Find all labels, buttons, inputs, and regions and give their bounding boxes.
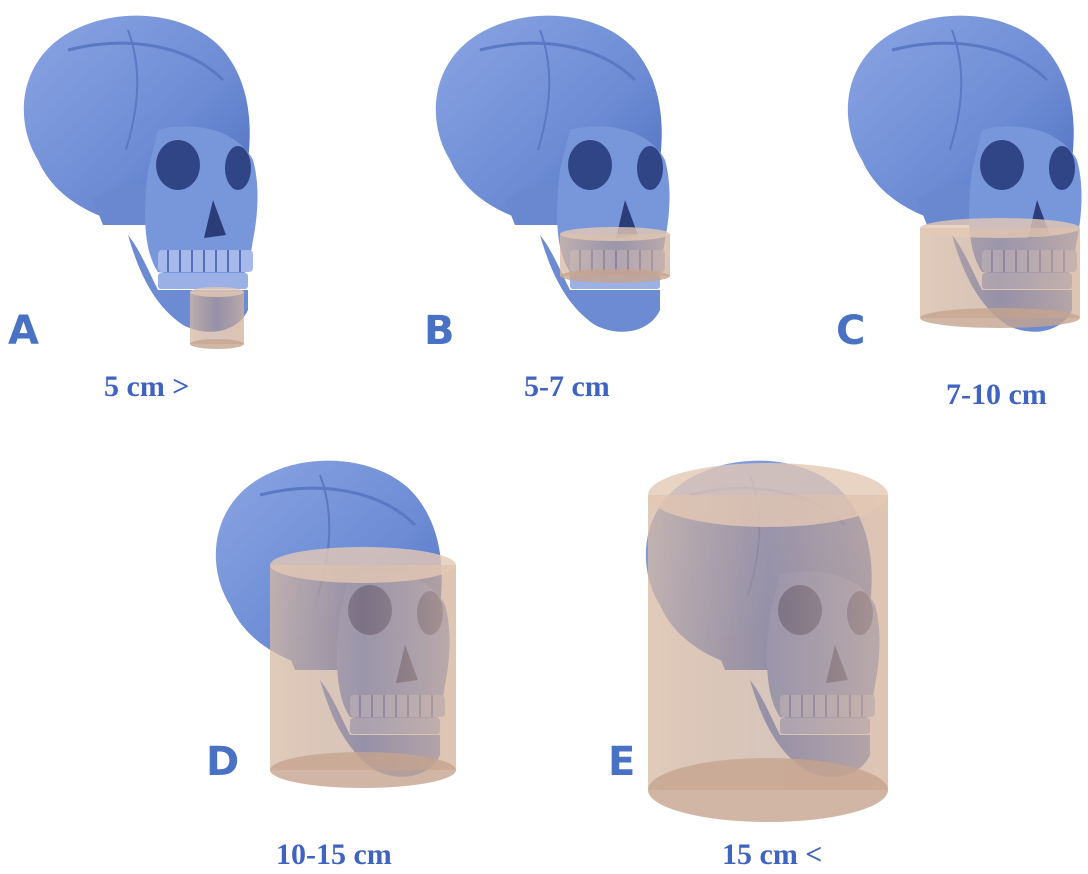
skull-illustration-e: [630, 455, 890, 785]
skull-illustration-a: [8, 10, 268, 340]
panel-letter-e: E: [608, 742, 635, 782]
fov-cylinder-b: [560, 227, 670, 283]
skull-illustration-c: [832, 10, 1088, 340]
fov-cylinder-c: [920, 218, 1080, 328]
panel-letter-a: A: [8, 311, 39, 351]
panel-caption-c: 7-10 cm: [946, 380, 1047, 410]
panel-letter-d: D: [206, 742, 239, 782]
fov-cylinder-e: [648, 463, 888, 822]
fov-cylinder-d: [270, 547, 456, 788]
skull-illustration-d: [200, 455, 460, 785]
panel-letter-b: B: [424, 311, 455, 351]
skull-illustration-b: [420, 10, 680, 340]
panel-caption-a: 5 cm >: [104, 372, 189, 402]
panel-caption-d: 10-15 cm: [276, 840, 392, 870]
panel-caption-e: 15 cm <: [722, 840, 822, 870]
fov-cylinder-a: [190, 287, 244, 349]
panel-caption-b: 5-7 cm: [524, 372, 610, 402]
panel-letter-c: C: [836, 311, 865, 351]
